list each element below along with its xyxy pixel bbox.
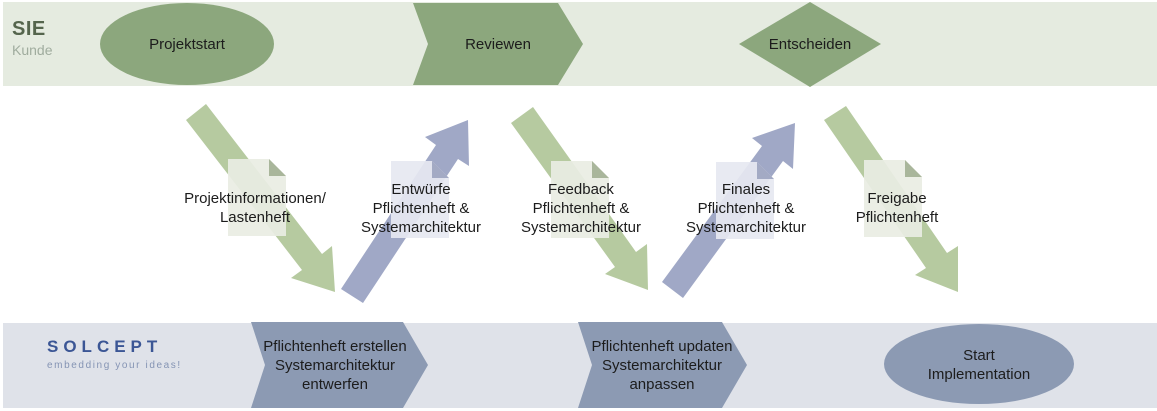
document-icon-projektinformationen — [228, 159, 286, 236]
customer-lane-title: SIE — [12, 18, 46, 40]
start-implementation-label: Start Implementation — [927, 347, 1031, 383]
projektstart-label: Projektstart — [149, 35, 225, 53]
deliverable-projektinformationen-label: Projektinformationen/ Lastenheft — [184, 190, 326, 226]
reviewen-label: Reviewen — [465, 35, 531, 53]
customer-lane-subtitle: Kunde — [12, 42, 53, 58]
pflichtenheft-updaten-chevron — [578, 322, 747, 408]
pflichtenheft-erstellen-chevron — [251, 322, 428, 408]
entscheiden-label: Entscheiden — [768, 36, 852, 53]
start-implementation-ellipse — [884, 324, 1074, 404]
document-icon-entwuerfe — [391, 161, 449, 238]
customer-lane-caption: SIE Kunde — [12, 18, 52, 58]
pflichtenheft-updaten-label: Pflichtenheft updaten Systemarchitektur … — [591, 338, 733, 393]
document-icon-finales — [716, 162, 774, 239]
solcept-logo-tagline: embedding your ideas! — [47, 360, 182, 371]
pflichtenheft-erstellen-label: Pflichtenheft erstellen Systemarchitektu… — [263, 338, 407, 393]
deliverable-finales-label: Finales Pflichtenheft & Systemarchitektu… — [685, 180, 807, 236]
document-icon-freigabe — [864, 160, 922, 237]
projektstart-ellipse — [100, 3, 274, 85]
solcept-logo: SOLCEPT embedding your ideas! — [47, 337, 182, 371]
document-icon-feedback — [551, 161, 609, 238]
reviewen-chevron — [413, 3, 583, 85]
deliverable-freigabe-label: Freigabe Pflichtenheft — [855, 190, 939, 226]
entscheiden-diamond — [739, 2, 881, 87]
deliverable-entwuerfe-label: Entwürfe Pflichtenheft & Systemarchitekt… — [360, 180, 482, 236]
deliverable-feedback-label: Feedback Pflichtenheft & Systemarchitekt… — [520, 180, 642, 236]
solcept-logo-name: SOLCEPT — [47, 337, 163, 356]
